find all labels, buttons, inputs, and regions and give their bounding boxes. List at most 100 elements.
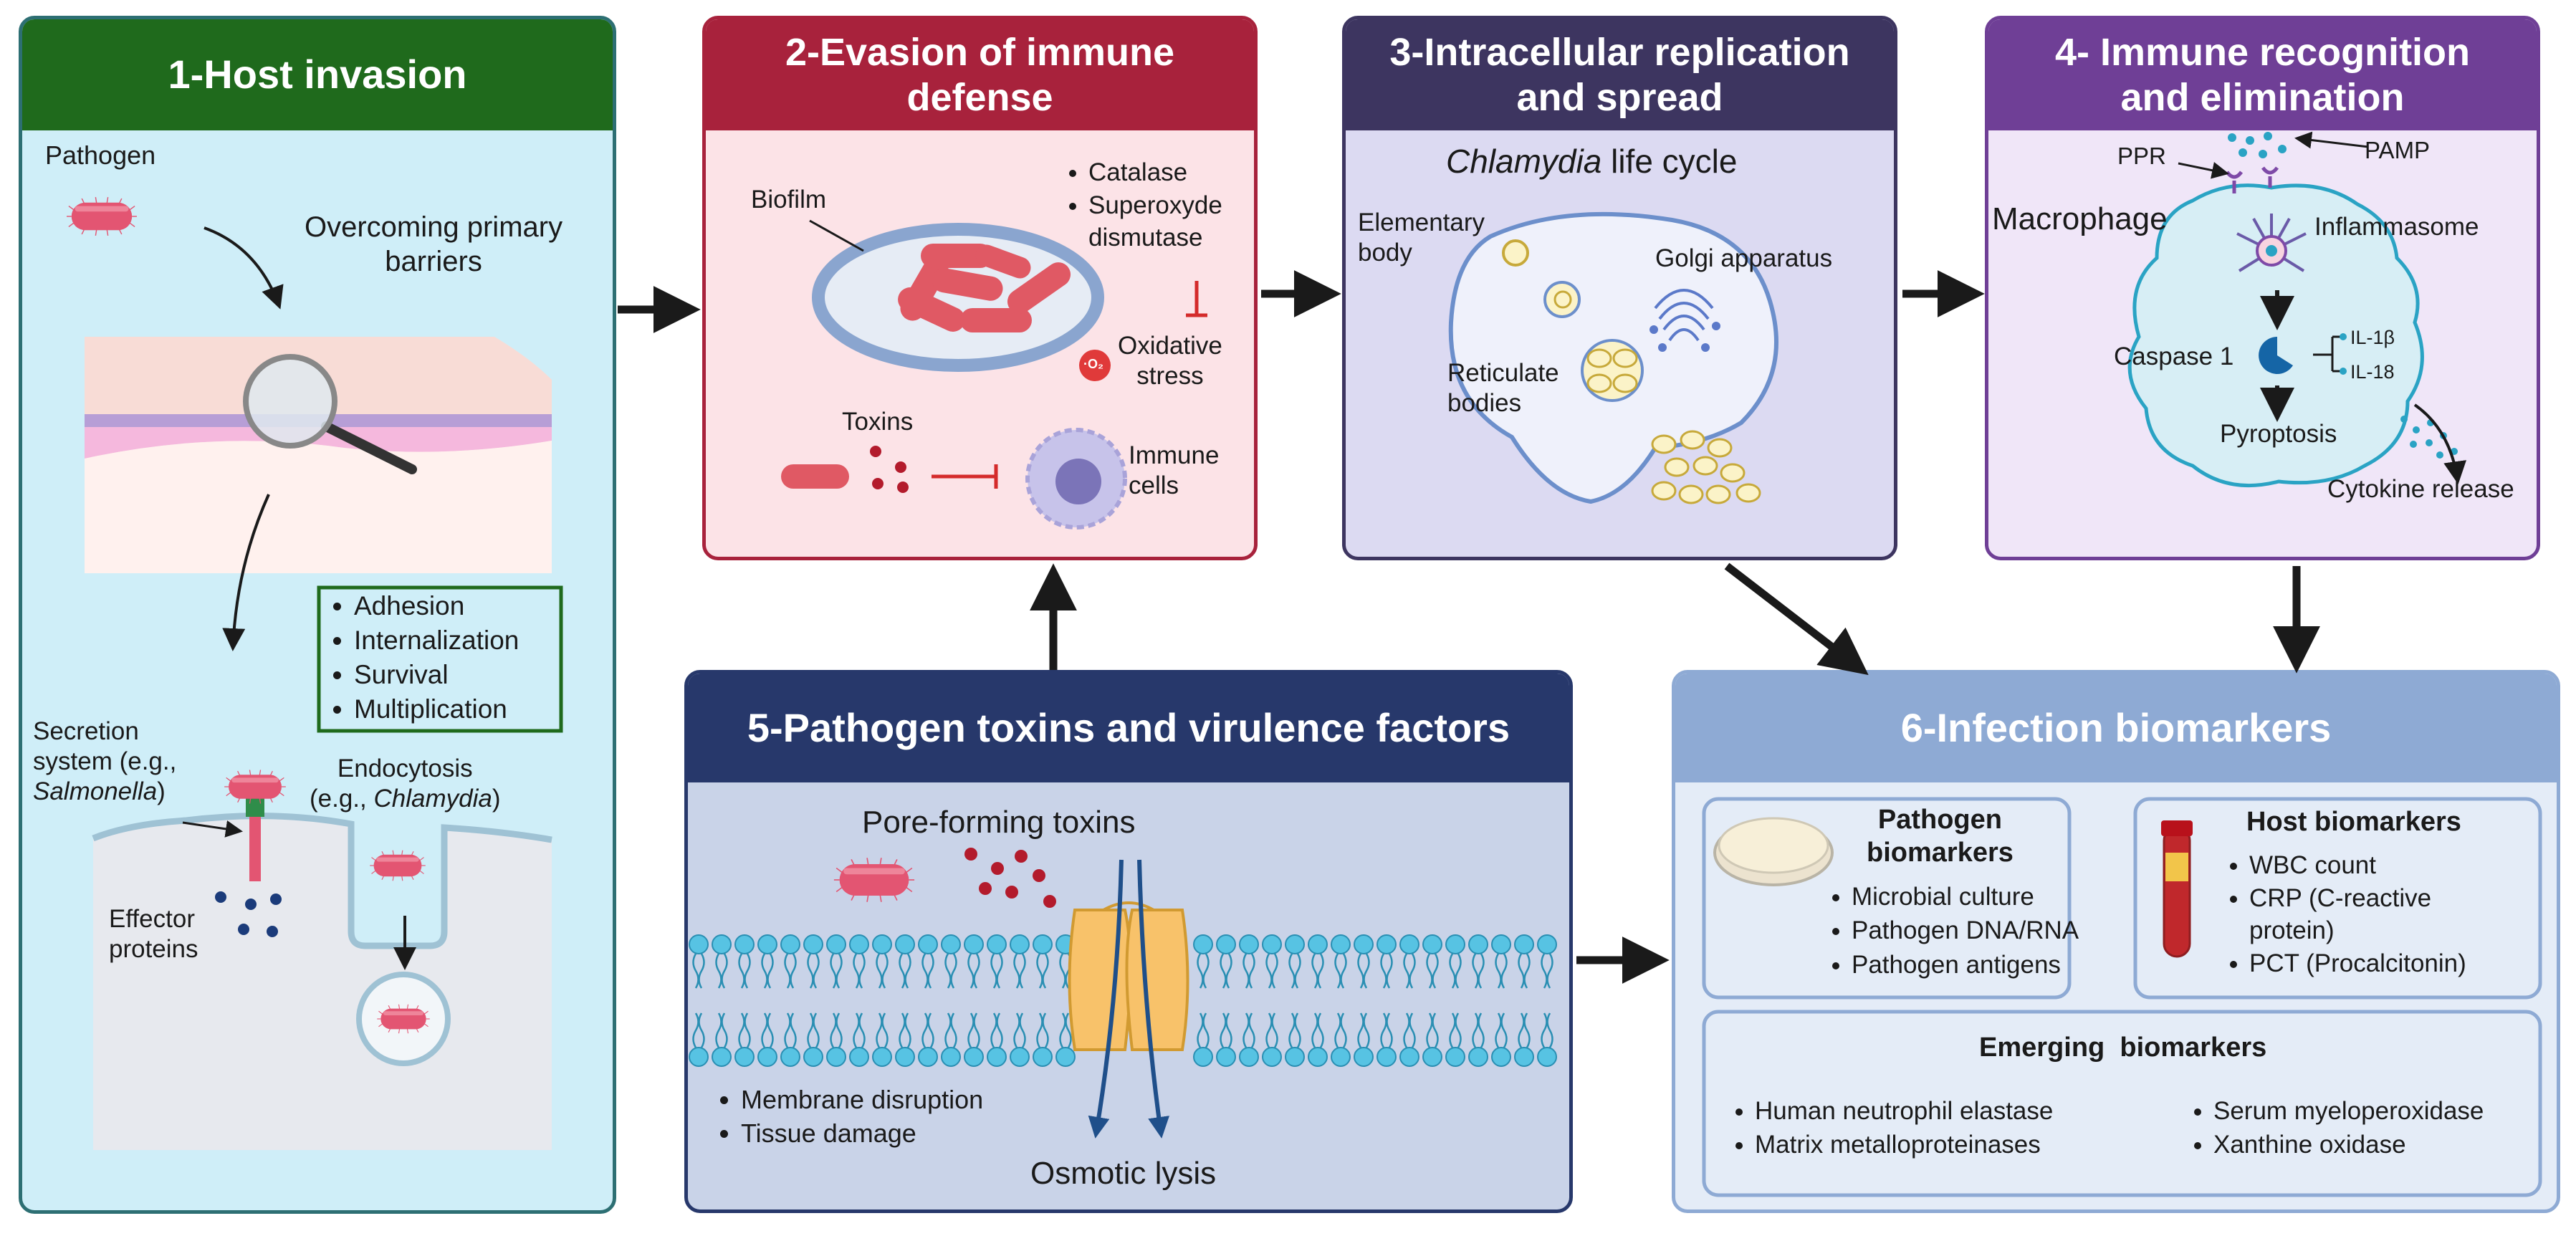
- ppr-pointer: [2178, 162, 2229, 179]
- cytokine-release-arrow: [2413, 403, 2466, 484]
- biofilm-label: Biofilm: [751, 186, 827, 214]
- host-biomarkers-title: Host biomarkers: [2246, 807, 2461, 837]
- lipid-head-icon: [780, 1012, 801, 1068]
- lipid-head-icon: [871, 1012, 893, 1068]
- elementary-body-icon: [1502, 239, 1529, 267]
- host-biomarkers-box: [2133, 797, 2542, 1000]
- life-cycle-organism: Chlamydia: [1446, 143, 1602, 180]
- list-item: Superoxyde: [1088, 189, 1222, 222]
- pathogen-biomarkers-title: Pathogen biomarkers: [1867, 805, 2014, 868]
- panel-1-title: 1-Host invasion: [22, 19, 613, 130]
- panel-3-graphics: [1448, 211, 1778, 504]
- reticulate-bodies-icon: [1581, 339, 1644, 402]
- lipid-head-icon: [1353, 934, 1374, 990]
- pathogen-bacterium-icon: [66, 196, 138, 236]
- emerging-biomarkers-right-list: Serum myeloperoxidase Xanthine oxidase: [2182, 1094, 2484, 1162]
- secretion-line-1: Secretion: [33, 717, 139, 745]
- osmotic-flow-arrows: [1088, 859, 1169, 1139]
- list-item: Catalase: [1088, 156, 1222, 189]
- lipid-head-icon: [1467, 1012, 1489, 1068]
- pamp-label: PAMP: [2365, 137, 2431, 163]
- lipid-head-icon: [963, 1012, 985, 1068]
- endocytosis-close: ): [492, 785, 501, 813]
- lipid-head-icon: [1261, 1012, 1283, 1068]
- endocytosis-label: Endocytosis (e.g., Chlamydia): [310, 754, 501, 814]
- lipid-head-icon: [1513, 1012, 1535, 1068]
- lipid-head-icon: [940, 1012, 962, 1068]
- macrophage-cell-icon: [2127, 183, 2424, 488]
- panel-5-graphics: [688, 848, 1558, 1139]
- panel-5-title: 5-Pathogen toxins and virulence factors: [688, 674, 1569, 782]
- lipid-head-icon: [1399, 1012, 1420, 1068]
- lipid-head-icon: [1261, 934, 1283, 990]
- lipid-head-icon: [757, 934, 778, 990]
- osmotic-lysis-label: Osmotic lysis: [1030, 1156, 1217, 1191]
- blood-tube-icon: [2161, 820, 2193, 958]
- list-item: Pathogen DNA/RNA: [1852, 914, 2079, 947]
- pore-channel-icon: [1068, 901, 1189, 1051]
- lipid-head-icon: [780, 934, 801, 990]
- immune-inhibition-icon: [932, 464, 998, 489]
- toxins-label: Toxins: [842, 408, 914, 436]
- lipid-head-icon: [1353, 1012, 1374, 1068]
- lipid-head-icon: [1445, 934, 1466, 990]
- lipid-head-icon: [1467, 934, 1489, 990]
- lipid-head-icon: [1215, 1012, 1237, 1068]
- inflammasome-icon: [2236, 214, 2307, 272]
- lipid-head-icon: [1009, 1012, 1030, 1068]
- lipid-head-icon: [1238, 1012, 1260, 1068]
- emerging-biomarkers-left-list: Human neutrophil elastase Matrix metallo…: [1723, 1094, 2053, 1162]
- secretion-system-label: Secretion system (e.g., Salmonella): [33, 717, 176, 807]
- lipid-head-icon: [711, 1012, 732, 1068]
- panel-2-graphics: [781, 219, 1207, 530]
- panel-2-title: 2-Evasion of immune defense: [706, 19, 1254, 130]
- panel-3-title: 3-Intracellular replication and spread: [1346, 19, 1894, 130]
- panel-4-graphics: [2127, 131, 2466, 488]
- cytokine-release-label: Cytokine release: [2327, 475, 2514, 503]
- emerging-biomarkers-title: Emerging biomarkers: [1979, 1033, 2267, 1063]
- skin-tissue-icon: [85, 337, 552, 573]
- list-item: Pathogen antigens: [1852, 948, 2079, 982]
- macrophage-label: Macrophage: [1992, 201, 2168, 236]
- lipid-head-icon: [1307, 934, 1328, 990]
- emerging-biomarkers-box: [1702, 1010, 2542, 1197]
- lipid-head-icon: [1032, 1012, 1053, 1068]
- pyroptosis-label: Pyroptosis: [2220, 420, 2337, 448]
- lipid-head-icon: [757, 1012, 778, 1068]
- host-biomarkers-list: WBC count CRP (C-reactive protein) PCT (…: [2218, 849, 2466, 979]
- immune-cell-icon: [1025, 428, 1127, 530]
- biofilm-icon: [812, 223, 1104, 372]
- secretion-example: Salmonella: [33, 777, 158, 805]
- lipid-head-icon: [711, 934, 732, 990]
- toxin-secreting-bacterium-icon: [833, 857, 915, 903]
- lipid-head-icon: [894, 934, 916, 990]
- list-item: Internalization: [354, 623, 519, 658]
- lipid-head-icon: [1376, 1012, 1397, 1068]
- lipid-head-icon: [688, 1012, 709, 1068]
- lipid-head-icon: [1376, 934, 1397, 990]
- lipid-head-icon: [986, 934, 1007, 990]
- list-item: Serum myeloperoxidase: [2213, 1094, 2484, 1128]
- lipid-head-icon: [1422, 1012, 1443, 1068]
- list-item: Tissue damage: [741, 1117, 983, 1151]
- lipid-head-icon: [917, 934, 939, 990]
- lipid-head-icon: [803, 1012, 824, 1068]
- lipid-head-icon: [1422, 934, 1443, 990]
- chlamydia-bacterium-icon: [369, 850, 426, 881]
- released-bodies-icon: [1651, 430, 1761, 504]
- magnifier-icon: [243, 354, 417, 474]
- pathogen-biomarkers-list: Microbial culture Pathogen DNA/RNA Patho…: [1820, 880, 2079, 982]
- lipid-head-icon: [848, 1012, 870, 1068]
- list-item: PCT (Procalcitonin): [2249, 947, 2466, 980]
- lipid-head-icon: [734, 934, 755, 990]
- il18-label: IL-18: [2350, 361, 2395, 383]
- biofilm-pointer: [809, 219, 864, 252]
- list-item: Survival: [354, 658, 519, 692]
- secretion-pointer: [182, 820, 243, 838]
- endocytosis-open: (e.g.,: [310, 785, 374, 813]
- invasion-arrow: [222, 494, 270, 651]
- toxin-bacterium-icon: [781, 464, 849, 489]
- lipid-head-icon: [963, 934, 985, 990]
- lipid-head-icon: [1307, 1012, 1328, 1068]
